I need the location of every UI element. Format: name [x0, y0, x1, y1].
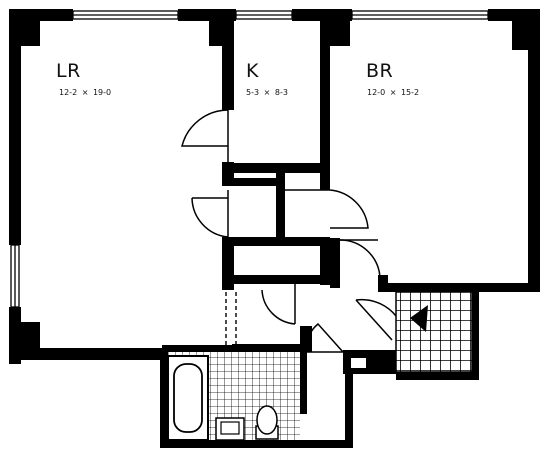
bathroom [167, 352, 300, 441]
living-room-dimensions: 12-2 × 19-0 [59, 88, 112, 97]
doors [181, 109, 397, 353]
exterior-walls [9, 9, 540, 448]
kitchen-dimensions: 5-3 × 8-3 [246, 88, 288, 97]
bedroom-label: BR [366, 60, 394, 82]
dashed-opening [225, 292, 237, 345]
foyer-tile [395, 291, 473, 373]
living-room-label: LR [56, 60, 81, 82]
kitchen-label: K [246, 60, 259, 82]
interior-walls [162, 20, 396, 414]
windows [10, 10, 489, 308]
bedroom-dimensions: 12-0 × 15-2 [367, 88, 420, 97]
